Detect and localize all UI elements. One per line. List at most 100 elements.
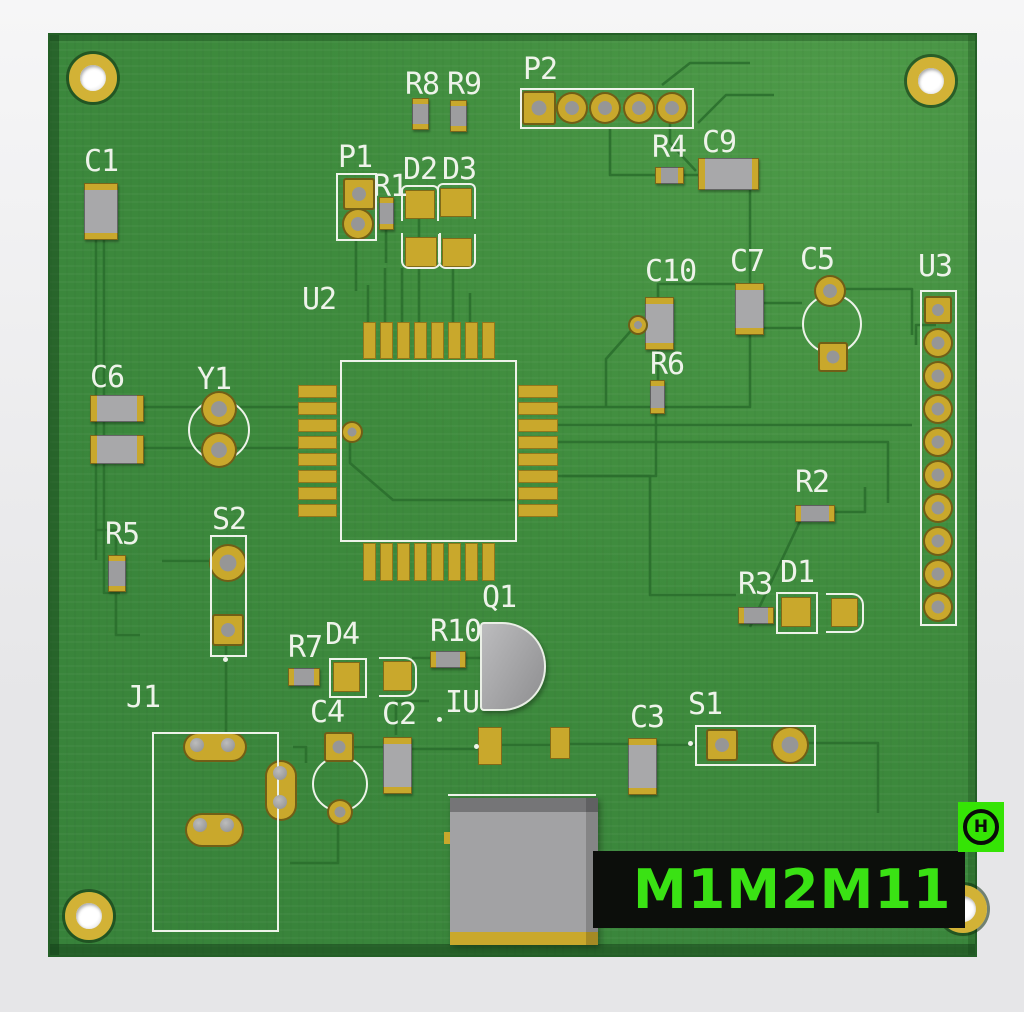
footprint-S1-outline: [695, 725, 816, 766]
d4-silk-anode: [329, 658, 367, 698]
u3-pin-6: [923, 460, 953, 490]
footprint-P1-outline: [336, 173, 377, 241]
designator-J1: J1: [126, 680, 161, 715]
mounting-hole-top-right: [907, 57, 955, 105]
u3-pin-5: [923, 427, 953, 457]
component-R8: [412, 98, 429, 130]
u3-pin-3: [923, 361, 953, 391]
u2-pad-bottom-8: [482, 543, 495, 581]
u2-pad-right-7: [518, 487, 558, 500]
p2-pin-2: [556, 92, 588, 124]
j1-hole-6: [273, 795, 287, 809]
u2-pad-left-7: [298, 487, 337, 500]
component-R2: [795, 505, 835, 522]
component-C7: [735, 283, 764, 335]
designator-Q1: Q1: [482, 580, 517, 615]
designator-U3: U3: [918, 249, 953, 284]
j1-pad-3: [265, 760, 297, 821]
trace-23: [656, 282, 738, 297]
designator-C6: C6: [90, 360, 125, 395]
h-badge[interactable]: H: [958, 802, 1004, 852]
component-R5: [108, 555, 126, 592]
c4-pad-2: [327, 799, 353, 825]
trace-24: [604, 324, 637, 407]
designator-R10: R10: [430, 614, 482, 649]
s2-pad-2: [212, 614, 244, 646]
u3-pin-2: [923, 328, 953, 358]
trace-45: [805, 741, 880, 813]
designator-D1: D1: [780, 555, 815, 590]
c10-via: [628, 315, 648, 335]
trace-50: [290, 823, 340, 865]
d1-pad-1: [781, 597, 811, 627]
designator-C1: C1: [84, 144, 119, 179]
designator-R5: R5: [105, 517, 140, 552]
u2-pad-right-3: [518, 419, 558, 432]
designator-IU: IU: [445, 685, 480, 720]
designator-R1: R1: [373, 169, 408, 204]
u2-pad-top-7: [465, 322, 478, 359]
trace-27: [608, 127, 655, 177]
bottom-pad-2: [550, 727, 570, 759]
u3-pin-9: [923, 559, 953, 589]
designator-R9: R9: [447, 67, 482, 102]
y1-pad-1: [201, 391, 237, 427]
designator-Y1: Y1: [197, 362, 232, 397]
u2-pad-bottom-7: [465, 543, 478, 581]
c4-pad-1: [324, 732, 354, 762]
component-R9: [450, 100, 467, 132]
component-R1: [379, 197, 394, 230]
s1-pad-1: [706, 729, 738, 761]
designator-C4: C4: [310, 695, 345, 730]
footprint-S2-outline: [210, 535, 247, 657]
trace-33: [842, 287, 914, 335]
designator-R4: R4: [652, 130, 687, 165]
s1-silk-dot: [688, 741, 693, 746]
designator-D2: D2: [403, 152, 438, 187]
u3-pin-1: [924, 296, 952, 324]
component-C2: [383, 737, 412, 794]
component-C10: [645, 297, 674, 350]
d4-silk-cathode: [379, 657, 417, 697]
designator-R8: R8: [405, 67, 440, 102]
component-C3: [628, 738, 657, 795]
designator-R2: R2: [795, 465, 830, 500]
designator-D3: D3: [442, 152, 477, 187]
footprint-J1-outline: [152, 732, 279, 932]
u2-pad-bottom-5: [431, 543, 444, 581]
designator-S1: S1: [688, 687, 723, 722]
trace-36: [833, 487, 867, 514]
mounting-hole-top-left: [69, 54, 117, 102]
designator-C2: C2: [382, 697, 417, 732]
annotation-label[interactable]: M1M2M11: [593, 851, 965, 928]
designator-C9: C9: [702, 125, 737, 160]
annotation-label-text: M1M2M11: [633, 858, 952, 921]
u2-pad-left-1: [298, 385, 337, 398]
designator-P1: P1: [338, 140, 373, 175]
designator-R7: R7: [288, 630, 323, 665]
u3-pin-8: [923, 526, 953, 556]
component-bottom-connector: [444, 794, 598, 945]
u2-pad-left-4: [298, 436, 337, 449]
trace-30: [697, 93, 774, 124]
u2-pad-right-1: [518, 385, 558, 398]
trace-29: [661, 61, 750, 87]
d1-silk-cathode: [826, 593, 864, 633]
u2-pad-top-5: [431, 322, 444, 359]
j1-hole-5: [273, 766, 287, 780]
d4-pad-1: [333, 662, 360, 692]
u2-pad-right-8: [518, 504, 558, 517]
trace-28: [668, 123, 697, 172]
copper-traces: [94, 61, 936, 865]
designator-U2: U2: [302, 282, 337, 317]
u2-pad-top-2: [380, 322, 393, 359]
component-R7: [288, 668, 320, 686]
u2-via: [341, 421, 363, 443]
y1-pad-2: [201, 432, 237, 468]
component-C6-b: [90, 435, 144, 464]
u3-pin-4: [923, 394, 953, 424]
designator-P2: P2: [523, 52, 558, 87]
trace-49: [293, 745, 308, 763]
